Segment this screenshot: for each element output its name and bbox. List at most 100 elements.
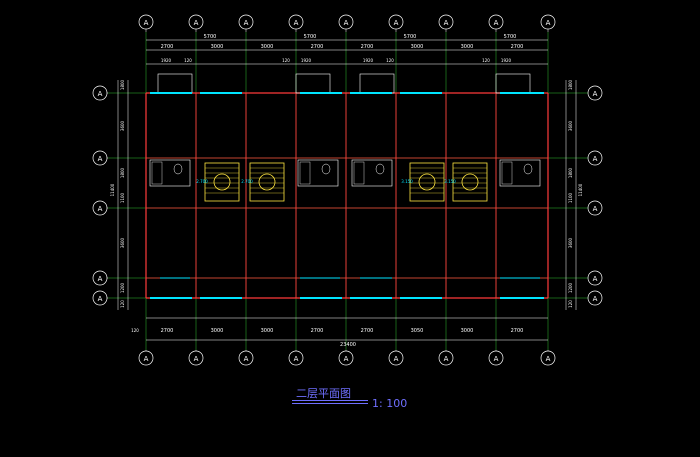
bathtub: [501, 161, 513, 185]
dim-text-balcony: 120: [386, 58, 394, 63]
bathtub: [151, 161, 163, 185]
axis-bubble-top-label: A: [344, 19, 349, 27]
title-underline-2: [292, 403, 368, 404]
dim-text-bottom-bay: 3000: [461, 328, 474, 334]
dim-text-bottom-bay: 3000: [211, 328, 224, 334]
dim-text-top-bay: 2700: [361, 44, 374, 50]
dim-text-total-width: 23400: [340, 342, 356, 348]
stair-well: [258, 173, 276, 191]
dim-text-bottom-edge: 120: [131, 328, 139, 333]
axis-bubble-left-label: A: [98, 205, 103, 213]
axis-bubble-bottom-label: A: [294, 355, 299, 363]
stair-level: 2.700: [196, 179, 208, 184]
axis-bubble-bottom-label: A: [444, 355, 449, 363]
dim-text-left: 120: [120, 300, 125, 308]
dim-text-left: 1800: [120, 79, 125, 90]
dim-text-top-bay: 3000: [411, 44, 424, 50]
stair-level: 3.150: [444, 179, 456, 184]
drawing-title: 二层平面图: [296, 387, 351, 400]
dim-text-top-overall: 5700: [504, 34, 517, 40]
dim-text-right: 1800: [568, 79, 573, 90]
dim-text-balcony: 120: [184, 58, 192, 63]
axis-bubble-right: [587, 150, 603, 166]
axis-grid-lines: [108, 32, 588, 350]
stair-well: [461, 173, 479, 191]
axis-bubble-right: [587, 290, 603, 306]
dim-text-right: 1200: [568, 282, 573, 293]
stair-well: [418, 173, 436, 191]
balcony: [295, 73, 331, 94]
title-underline: [292, 400, 368, 401]
stair-block: [452, 162, 488, 202]
axis-bubble-right: [587, 85, 603, 101]
dim-text-left-total: 11400: [110, 183, 115, 196]
axis-bubble-top-label: A: [244, 19, 249, 27]
dimension-annotations: 5700 5700 5700 5700 2700 3000 3000 2700 2700 3000…: [110, 34, 583, 348]
dim-text-top-overall: 5700: [304, 34, 317, 40]
bathtub: [299, 161, 311, 185]
axis-bubble-left-label: A: [98, 155, 103, 163]
dim-text-balcony: 120: [282, 58, 290, 63]
bathroom-fixture: [351, 159, 393, 187]
stair-well: [213, 173, 231, 191]
dim-text-right: 120: [568, 300, 573, 308]
exterior-walls: [145, 73, 549, 299]
axis-bubble-top-label: A: [294, 19, 299, 27]
dim-text-right: 3600: [568, 237, 573, 248]
dim-text-balcony: 120: [482, 58, 490, 63]
axis-bubble-top-label: A: [546, 19, 551, 27]
axis-bubble-left-label: A: [98, 90, 103, 98]
dim-text-right: 1100: [568, 192, 573, 203]
dim-text-top-bay: 2700: [311, 44, 324, 50]
dim-text-right: 3600: [568, 120, 573, 131]
dim-text-balcony: 1920: [363, 58, 374, 63]
stair-level: 3.150: [401, 179, 413, 184]
toilet: [321, 163, 331, 175]
dim-text-left: 1800: [120, 167, 125, 178]
toilet: [375, 163, 385, 175]
bathroom-fixture: [499, 159, 541, 187]
stair-block: [409, 162, 445, 202]
dim-text-top-overall: 5700: [204, 34, 217, 40]
balcony: [359, 73, 395, 94]
bathroom-fixture: [297, 159, 339, 187]
bathtub: [353, 161, 365, 185]
axis-bubble-right-label: A: [593, 205, 598, 213]
dim-text-balcony: 1920: [501, 58, 512, 63]
axis-bubble-bottom-label: A: [546, 355, 551, 363]
axis-bubble-right-label: A: [593, 295, 598, 303]
dim-text-top-overall: 5700: [404, 34, 417, 40]
axis-bubble-right-label: A: [593, 90, 598, 98]
balcony: [495, 73, 531, 94]
dim-text-left: 3600: [120, 120, 125, 131]
axis-bubble-bottom-label: A: [394, 355, 399, 363]
dim-text-bottom-bay: 2700: [511, 328, 524, 334]
dim-text-top-bay: 3000: [461, 44, 474, 50]
axis-bubble-bottom-label: A: [194, 355, 199, 363]
dim-text-top-bay: 3000: [211, 44, 224, 50]
dim-text-left: 1100: [120, 192, 125, 203]
axis-bubble-bottom-label: A: [494, 355, 499, 363]
dim-text-bottom-bay: 2700: [311, 328, 324, 334]
axis-bubble-bottom-label: A: [144, 355, 149, 363]
stair-block: [249, 162, 285, 202]
dim-text-bottom-bay: 2700: [161, 328, 174, 334]
dim-text-right: 1800: [568, 167, 573, 178]
bathroom-fixtures: [149, 159, 541, 187]
axis-bubble-right: [587, 270, 603, 286]
axis-bubble-top-label: A: [194, 19, 199, 27]
axis-bubble-top-label: A: [144, 19, 149, 27]
axis-bubble-left-label: A: [98, 275, 103, 283]
axis-bubble-top-label: A: [444, 19, 449, 27]
balcony: [157, 73, 193, 94]
toilet: [523, 163, 533, 175]
dim-text-top-bay: 2700: [511, 44, 524, 50]
windows: [150, 92, 544, 299]
dim-text-bottom-bay: 3050: [411, 328, 424, 334]
dim-text-bottom-bay: 2700: [361, 328, 374, 334]
dim-text-top-bay: 2700: [161, 44, 174, 50]
axis-bubble-top-label: A: [394, 19, 399, 27]
